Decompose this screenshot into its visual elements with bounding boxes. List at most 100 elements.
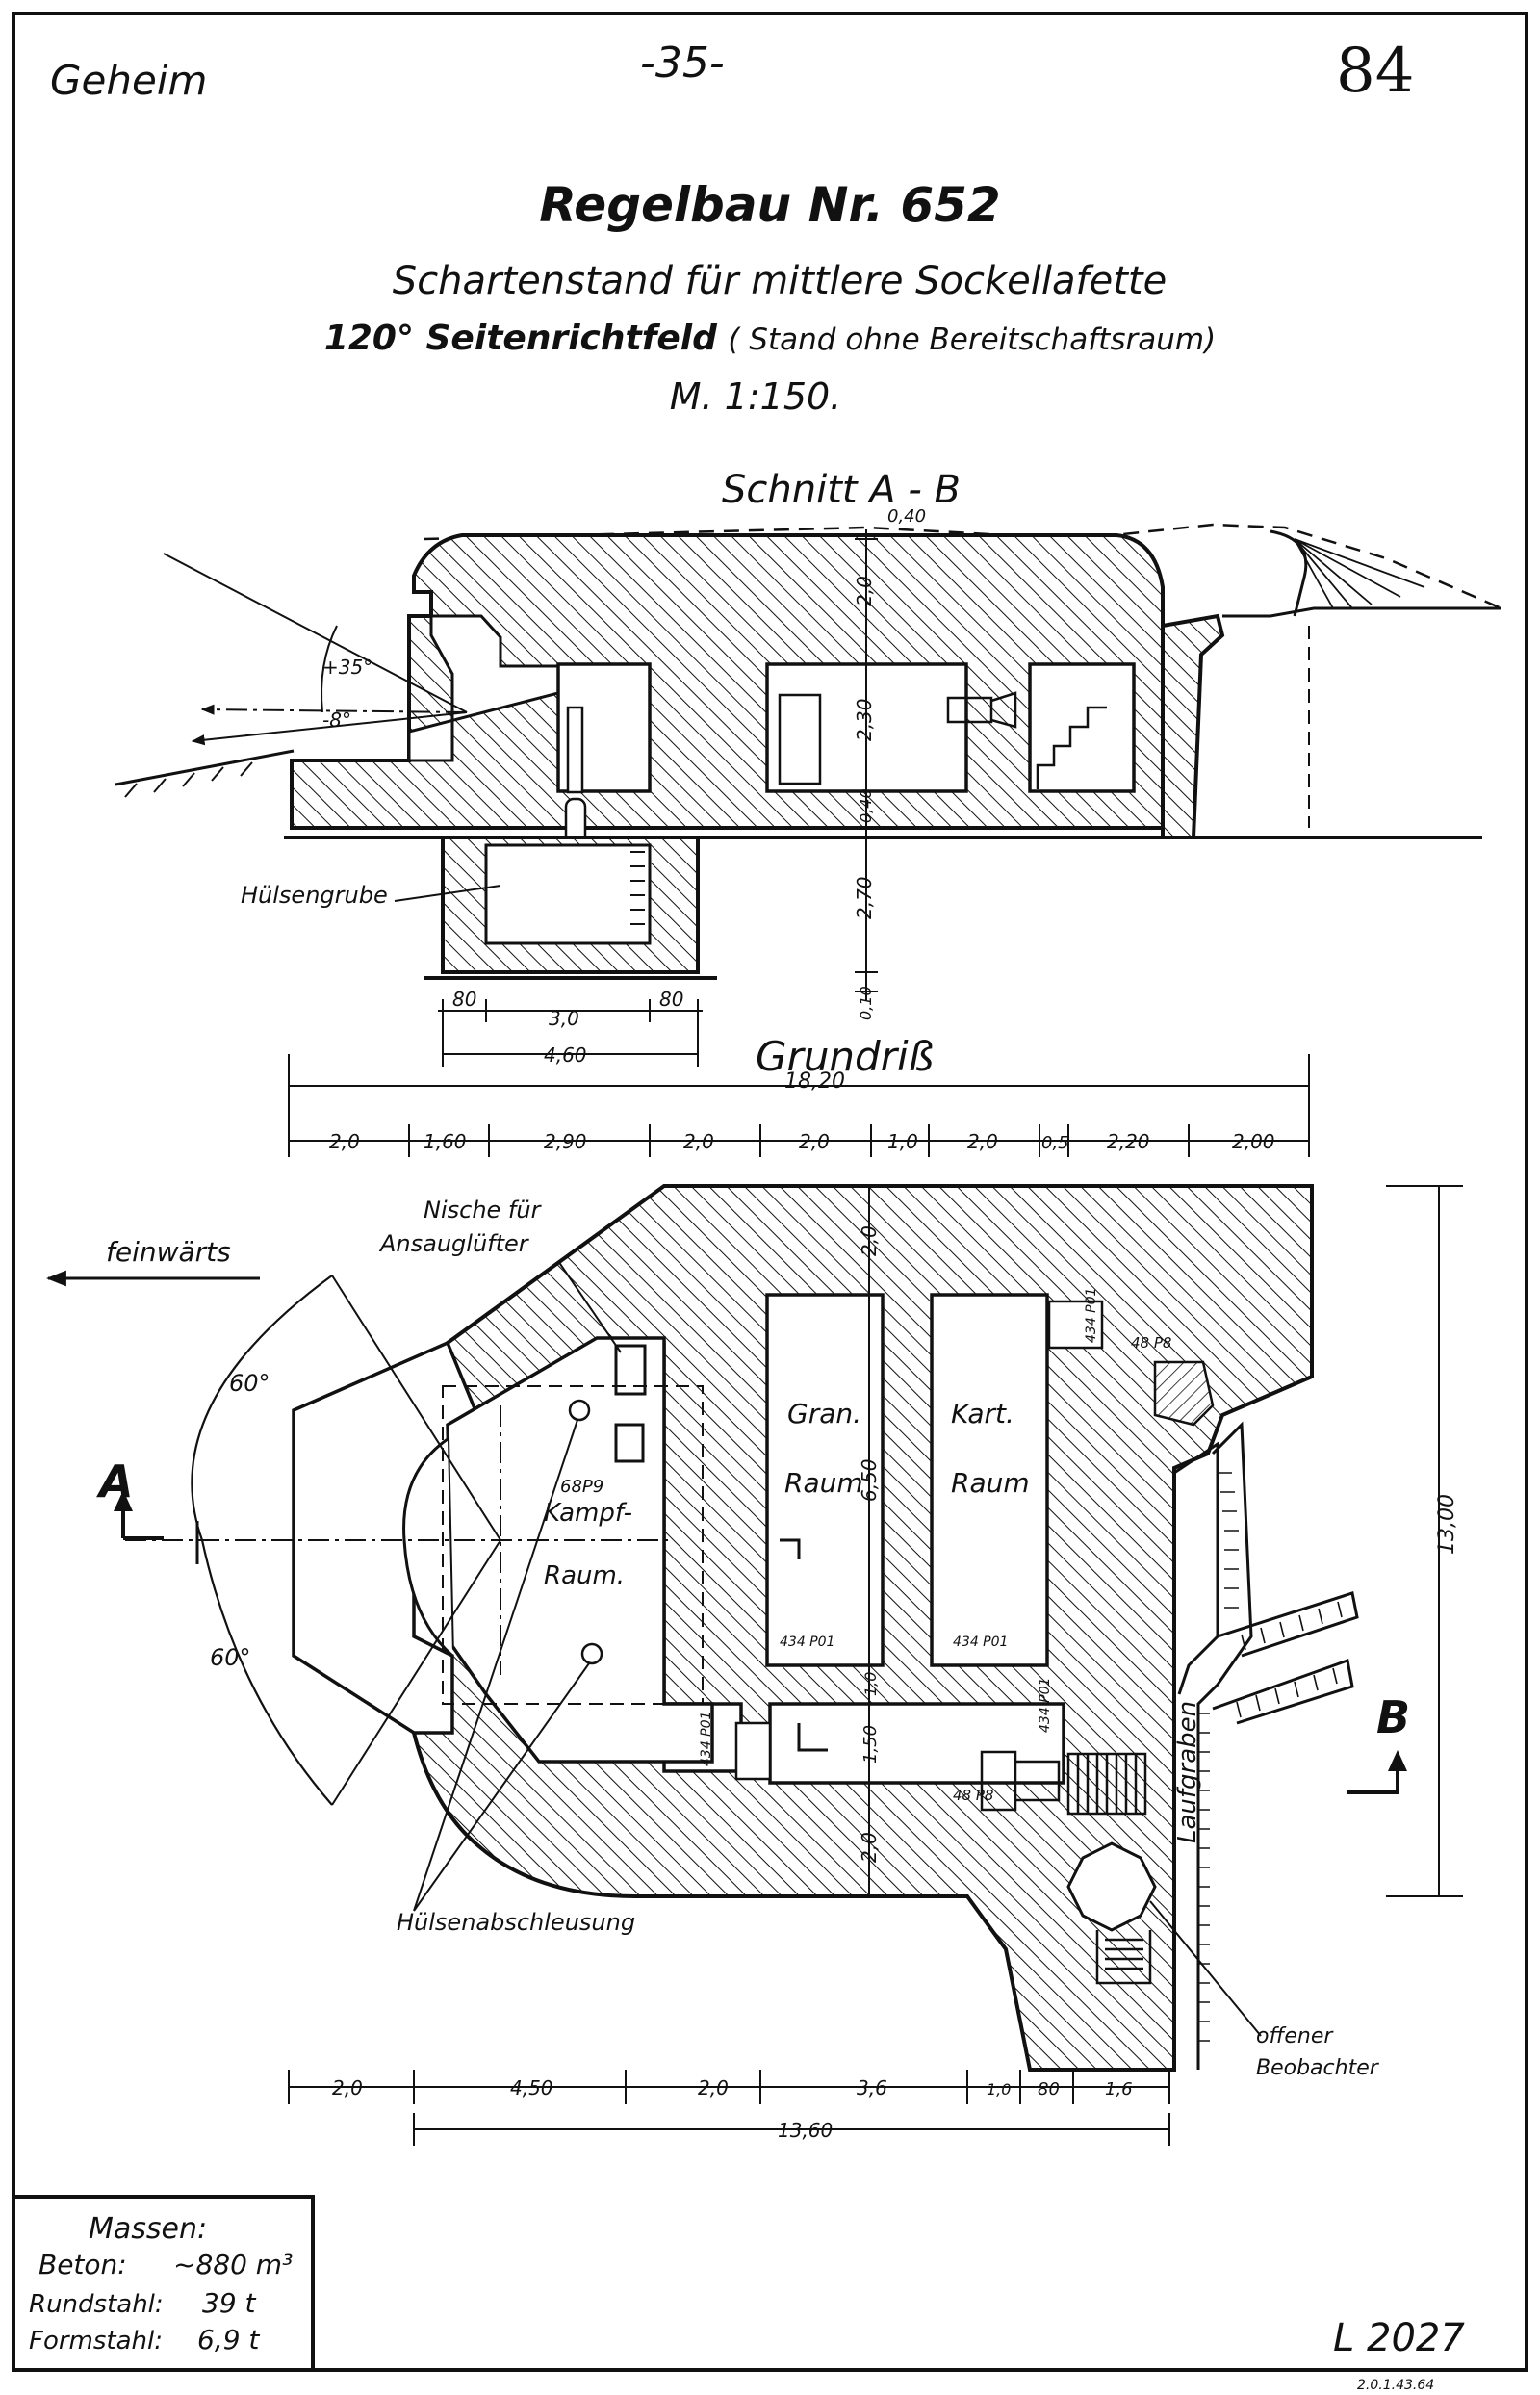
top-dim-9: 2,20	[1107, 1130, 1150, 1153]
elevation-axis	[200, 704, 468, 715]
terrain-slope-right	[1294, 538, 1425, 609]
bottom-total-dim: 13,60	[778, 2119, 833, 2142]
elevation-ray-down	[191, 711, 468, 746]
trench-branch-upper	[1217, 1591, 1359, 1658]
plan-ammo-room	[765, 1293, 885, 1667]
fitting-48p8-lower: 48 P8	[953, 1787, 993, 1804]
round-steel-label: Rundstahl:	[29, 2290, 164, 2319]
casing-pit-interior	[484, 843, 652, 945]
traverse-ray-upper	[331, 1275, 501, 1541]
fitting-upper-rear: 434 P01	[1084, 1288, 1099, 1343]
fitting-68p9: 68P9	[560, 1477, 603, 1497]
interior-dim-5: 2,0	[858, 1832, 881, 1863]
marker-a-head	[114, 1490, 133, 1511]
drawing-subtitle: Schartenstand für mittlere Sockellafette	[393, 259, 1167, 303]
corridor-door-left	[734, 1721, 772, 1781]
plan-stairs	[1066, 1752, 1147, 1816]
traverse-field: 120° Seitenrichtfeld	[324, 319, 718, 358]
bottom-dim-ticks	[288, 2070, 1170, 2104]
height-dim-1: 2,0	[853, 576, 876, 606]
bottom-dim-3: 2,0	[698, 2076, 729, 2099]
round-steel-value: 39 t	[202, 2287, 257, 2319]
section-view: Schnitt A - B 0,40 Hülsengrub	[115, 468, 1502, 1067]
top-dim-5: 2,0	[799, 1130, 830, 1153]
interior-dim-3: 1,0	[861, 1672, 880, 1696]
section-steel-value: 6,9 t	[197, 2324, 260, 2356]
top-dim-ticks	[288, 1124, 1310, 1157]
drawing-title: Regelbau Nr. 652	[539, 177, 1000, 233]
gun-pedestal	[566, 706, 584, 794]
plan-cartridge-room	[930, 1293, 1049, 1667]
embrasure-opening	[407, 614, 560, 762]
casing-pit-label: Hülsengrube	[241, 882, 388, 909]
pit-dim-left: 80	[452, 988, 476, 1011]
top-dim-2: 1,60	[424, 1130, 467, 1153]
rear-entry-valve	[980, 1750, 1061, 1812]
upper-rear-vent	[1153, 1360, 1215, 1427]
bottom-dim-4: 3,6	[857, 2076, 887, 2099]
concrete-value: ~880 m³	[173, 2249, 293, 2280]
quantities-box-frame	[13, 2195, 315, 2370]
elevation-ray-up	[163, 553, 468, 713]
drawing-number: L 2027	[1333, 2316, 1465, 2360]
elevation-down-label: -8°	[322, 708, 351, 732]
bottom-dim-7: 1,6	[1105, 2079, 1133, 2099]
corridor-step	[797, 1723, 828, 1752]
height-dim-4: 2,70	[853, 876, 876, 919]
sheet-number: 84	[1336, 36, 1414, 107]
trench-branch-lower	[1212, 1658, 1354, 1725]
overall-width-ticks	[288, 1054, 1310, 1131]
elevation-up-label: +35°	[322, 656, 372, 679]
interior-dim-4: 1,50	[860, 1725, 881, 1764]
arc-angle-lower: 60°	[210, 1644, 251, 1671]
fitting-cartridge: 434 P01	[953, 1635, 1008, 1650]
section-label: Schnitt A - B	[722, 468, 961, 512]
height-ticks	[855, 538, 878, 992]
top-dim-8: 0,5	[1041, 1133, 1069, 1153]
height-dim-5: 0,10	[857, 986, 875, 1020]
casing-pit-leader	[394, 885, 501, 902]
interior-dim-1: 2,0	[858, 1225, 881, 1256]
sheet-border	[12, 12, 1528, 2372]
plan-corridor	[768, 1702, 1065, 1785]
combat-room-label-1: Kampf-	[544, 1499, 632, 1528]
rear-trench-wall	[1161, 613, 1225, 839]
air-valve	[946, 691, 1017, 729]
casing-chute-leaders	[413, 1419, 590, 1912]
overall-width-dim: 18,20	[784, 1069, 845, 1094]
observer-leader	[1149, 1900, 1262, 2037]
section-steel-label: Formstahl:	[29, 2327, 163, 2356]
section-marker-b: B	[1376, 1691, 1410, 1743]
terrain-hatch-left	[124, 761, 253, 798]
casing-chute-upper	[568, 1399, 591, 1422]
trench-label: Laufgraben	[1173, 1701, 1202, 1843]
ammo-room-label-1: Gran.	[787, 1398, 861, 1429]
observer-label-2: Beobachter	[1256, 2056, 1380, 2080]
fitting-48p8-upper: 48 P8	[1131, 1334, 1171, 1352]
combat-room-outline	[446, 1336, 714, 1764]
traverse-ray-lower	[331, 1539, 501, 1806]
elevation-arc	[321, 625, 338, 713]
fitting-ammo: 434 P01	[780, 1635, 834, 1650]
quantities-heading: Massen:	[89, 2212, 207, 2246]
bottom-dim-5: 1,0	[987, 2080, 1011, 2099]
terrain-line-right	[1222, 606, 1502, 618]
page-number: -35-	[640, 39, 725, 88]
top-dim-3: 2,90	[544, 1130, 587, 1153]
bottom-dim-1: 2,0	[332, 2076, 363, 2099]
niche-label-1: Nische für	[424, 1197, 543, 1223]
top-dim-6: 1,0	[887, 1130, 918, 1153]
drawing-subtitle-2: 120° Seitenrichtfeld ( Stand ohne Bereit…	[324, 319, 1216, 358]
top-dim-4: 2,0	[683, 1130, 714, 1153]
pit-dim-ticks	[442, 999, 699, 1067]
niche-label-2: Ansauglüfter	[378, 1230, 530, 1257]
plan-height-ticks	[1386, 1185, 1463, 1897]
top-dim-10: 2,00	[1232, 1130, 1275, 1153]
height-dim-2: 2,30	[853, 698, 876, 741]
gun-pit-semicircle	[402, 1437, 453, 1658]
plan-view: Grundriß 18,20 2,0 1,60 2,90 2,0 2,0 1,0…	[45, 1033, 1463, 2146]
bottom-dim-6: 80	[1038, 2079, 1060, 2099]
trench-hatching	[1198, 1472, 1239, 2042]
section-marker-a: A	[96, 1455, 134, 1507]
